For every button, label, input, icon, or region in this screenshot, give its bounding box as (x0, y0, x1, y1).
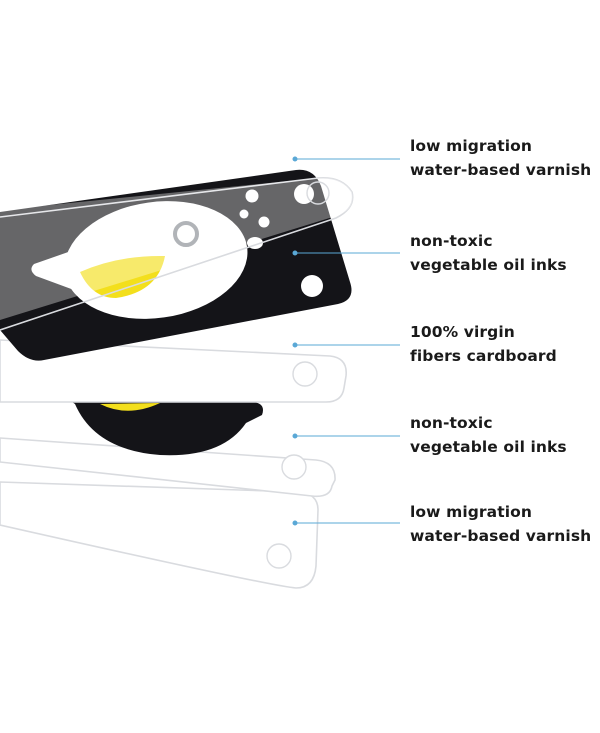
bubble-1 (245, 189, 259, 203)
varnish-sheet-bottom (0, 481, 319, 589)
fish-tail (31, 250, 74, 290)
label-line-1: low migration (410, 503, 533, 521)
layer-label-inks-bottom: non-toxic vegetable oil inks (410, 411, 600, 459)
leader-dot-1 (292, 156, 298, 162)
fish-fin-yellow (100, 403, 160, 411)
label-line-1: low migration (410, 137, 533, 155)
ink-layer-upper (0, 169, 352, 361)
varnish-sheet-top (0, 176, 354, 331)
ink-layer-lower (0, 402, 336, 498)
leader-dot-5 (292, 520, 298, 526)
leader-dot-4 (292, 433, 298, 439)
fish-fin (80, 255, 165, 298)
label-line-2: vegetable oil inks (410, 256, 567, 274)
leader-dot-2 (292, 250, 298, 256)
fish-body-black (72, 402, 263, 456)
layer-label-varnish-top: low migration water-based varnish (410, 134, 600, 182)
label-line-1: non-toxic (410, 414, 493, 432)
label-line-2: vegetable oil inks (410, 438, 567, 456)
bubble-3 (258, 216, 270, 228)
fish-eye (173, 221, 199, 247)
layer-label-cardboard: 100% virgin fibers cardboard (410, 320, 600, 368)
label-line-2: fibers cardboard (410, 347, 557, 365)
leader-dot-3 (292, 342, 298, 348)
bubble-2 (239, 209, 249, 219)
layer-label-varnish-bottom: low migration water-based varnish (410, 500, 600, 548)
label-line-2: water-based varnish (410, 161, 592, 179)
label-line-2: water-based varnish (410, 527, 592, 545)
label-line-1: 100% virgin (410, 323, 515, 341)
layer-label-inks-top: non-toxic vegetable oil inks (410, 229, 600, 277)
card-hole-bottom (301, 275, 323, 297)
label-line-1: non-toxic (410, 232, 493, 250)
leader-lines (292, 156, 400, 526)
cardboard-sheet (0, 339, 347, 403)
